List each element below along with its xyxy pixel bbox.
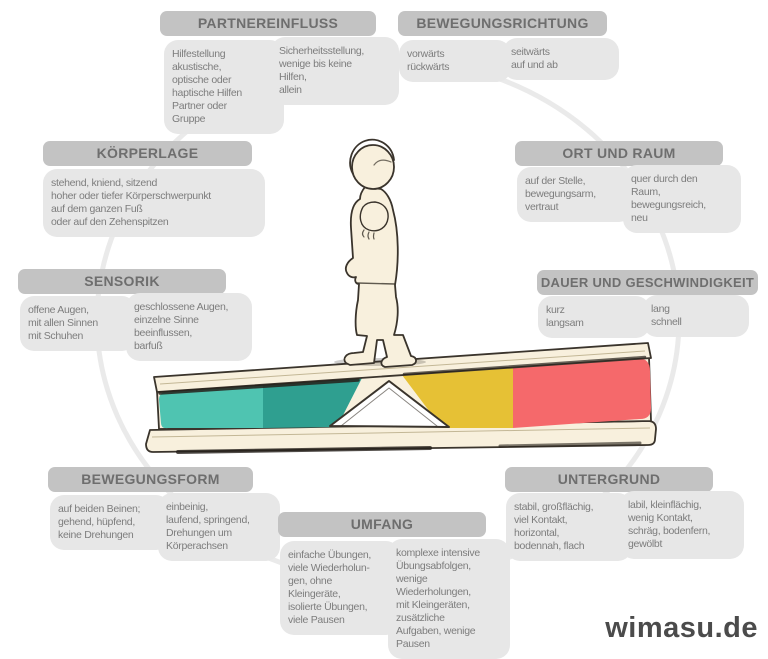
category-header-bewegungsform: BEWEGUNGSFORM	[48, 467, 253, 492]
info-box-dauer-1: kurz langsam	[538, 296, 650, 338]
base-board-sketch-line	[151, 427, 651, 438]
plank-shadow-right	[402, 355, 647, 376]
info-box-bewegungsform-1: auf beiden Beinen; gehend, hüpfend, kein…	[50, 495, 170, 550]
info-box-partnereinfluss-2: Sicherheitsstellung, wenige bis keine Hi…	[271, 37, 399, 105]
wimasu-logo: wimasu.de	[605, 612, 758, 644]
beam-section-teal-light	[159, 385, 263, 429]
category-header-sensorik: SENSORIK	[18, 269, 226, 294]
child-head	[351, 144, 395, 190]
shirt-hem-line	[356, 282, 396, 285]
beam-section-yellow	[402, 367, 513, 428]
stand-leg-sketch-lines	[340, 387, 438, 427]
info-box-umfang-1: einfache Übungen, viele Wiederholun- gen…	[280, 541, 400, 635]
base-shadow-line-2	[498, 441, 642, 448]
seesaw-stand-arch	[329, 380, 450, 428]
child-hand-fingers	[361, 229, 375, 240]
info-box-umfang-2: komplexe intensive Übungsabfolgen, wenig…	[388, 539, 510, 659]
info-box-bewegungsrichtung-1: vorwärts rückwärts	[399, 40, 511, 82]
base-shadow-line	[176, 446, 432, 454]
info-box-bewegungsform-2: einbeinig, laufend, springend, Drehungen…	[158, 493, 280, 561]
info-box-untergrund-1: stabil, großflächig, viel Kontakt, horiz…	[506, 493, 632, 561]
info-box-sensorik-1: offene Augen, mit allen Sinnen mit Schuh…	[20, 296, 136, 351]
category-header-dauer-und-geschwindigkeit: DAUER UND GESCHWINDIGKEIT	[537, 270, 758, 295]
beam-section-teal-dark	[263, 378, 362, 428]
info-box-partnereinfluss-1: Hilfestellung akustische, optische oder …	[164, 40, 284, 134]
category-header-bewegungsrichtung: BEWEGUNGSRICHTUNG	[398, 11, 607, 36]
category-header-koerperlage: KÖRPERLAGE	[43, 141, 252, 166]
plank-shadow-left	[158, 378, 360, 395]
info-box-sensorik-2: geschlossene Augen, einzelne Sinne beein…	[126, 293, 252, 361]
info-box-dauer-2: lang schnell	[643, 295, 749, 337]
info-box-ort-und-raum-2: quer durch den Raum, bewegungsreich, neu	[623, 165, 741, 233]
child-arm-sleeve	[359, 201, 389, 232]
category-header-umfang: UMFANG	[278, 512, 486, 537]
category-header-untergrund: UNTERGRUND	[505, 467, 713, 492]
plank-sketch-line	[159, 350, 646, 385]
category-header-partnereinfluss: PARTNEREINFLUSS	[160, 11, 376, 36]
info-box-bewegungsrichtung-2: seitwärts auf und ab	[503, 38, 619, 80]
info-box-koerperlage-1: stehend, kniend, sitzend hoher oder tief…	[43, 169, 265, 237]
info-box-ort-und-raum-1: auf der Stelle, bewegungsarm, vertraut	[517, 167, 633, 222]
child-hairline	[373, 159, 392, 166]
child-figure	[334, 138, 426, 368]
info-box-untergrund-2: labil, kleinflächig, wenig Kontakt, schr…	[620, 491, 744, 559]
beam-section-red	[513, 358, 651, 428]
child-hair	[349, 138, 395, 175]
category-header-ort-und-raum: ORT UND RAUM	[515, 141, 723, 166]
